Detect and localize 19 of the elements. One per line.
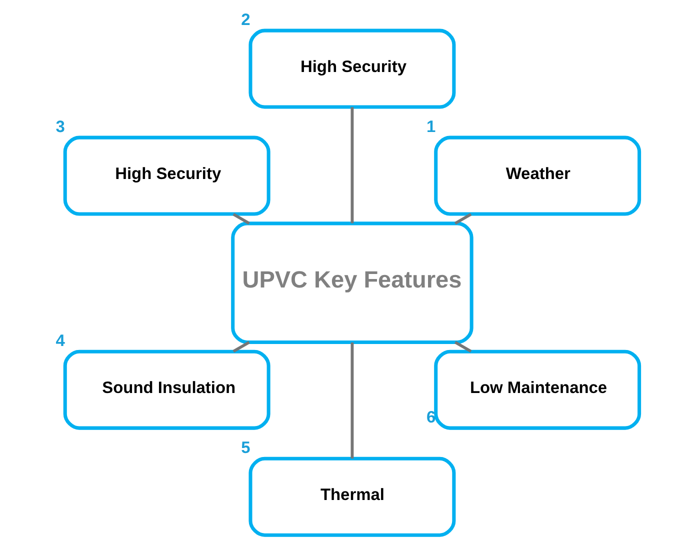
node-label: 5: [240, 439, 250, 458]
connector: [350, 342, 354, 458]
node-box: Low Maintenance: [434, 350, 641, 430]
node-box: High Security: [248, 28, 456, 109]
node-box: Thermal: [248, 456, 456, 537]
connector: [350, 107, 354, 224]
node-label: 6: [426, 408, 436, 426]
connector: [454, 341, 472, 353]
connector: [454, 212, 472, 225]
connector: [232, 212, 250, 225]
node-box: High Security: [62, 136, 270, 216]
node-label: 1: [426, 118, 436, 136]
node-box: Sound Insulation: [62, 350, 270, 430]
node-label: 2: [240, 10, 250, 29]
node-label: 3: [55, 118, 64, 136]
node-box: UPVC Key Features: [230, 222, 473, 344]
node-box: Weather: [434, 136, 641, 216]
node-label: 4: [55, 332, 64, 350]
connector: [232, 341, 250, 353]
